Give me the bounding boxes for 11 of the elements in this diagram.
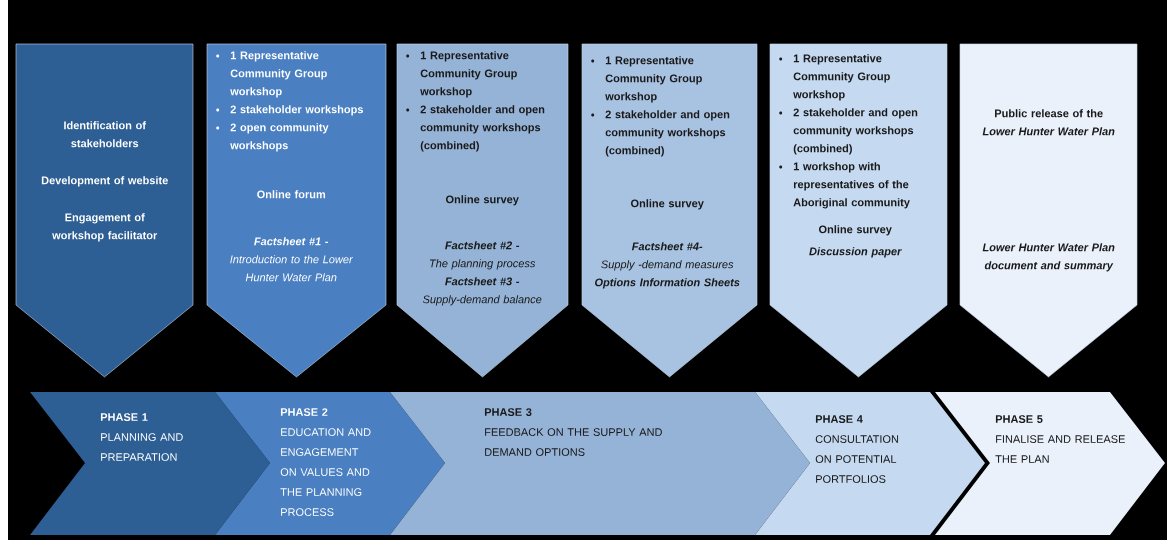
activity-box: 1 Representative Community Group workshop 2 stakeholder and open community workshops (combined) 1 workshop with representatives of the Aboriginal community Online survey Discussion paper — [769, 43, 948, 378]
activity-box: 1 Representative Community Group workshop 2 stakeholder and open community workshops (combined) Online survey Factsheet #4- Supply -demand measures Options Information Sheets — [581, 43, 758, 378]
activity-box: Public release of the Lower Hunter Water Plan Lower Hunter Water Plan document and summary — [959, 43, 1138, 378]
phase-banner: PHASE 2 EDUCATION AND ENGAGEMENT ON VALUES AND THE PLANNING PROCESS — [215, 392, 445, 535]
phase-banner: PHASE 4 CONSULTATION ON POTENTIAL PORTFOLIOS — [755, 392, 985, 535]
activity-box: 1 Representative Community Group workshop 2 stakeholder workshops 2 open community workshops Online forum Factsheet #1 - Introduction to the Lower Hunter Water Plan — [206, 43, 387, 378]
phase-banner: PHASE 1 PLANNING AND PREPARATION — [30, 392, 270, 535]
activity-box: Identification of stakeholders Development of website Engagement of workshop facilitator — [15, 43, 194, 378]
activity-box: 1 Representative Community Group workshop 2 stakeholder and open community workshops (combined) Online survey Factsheet #2 - The planning process Factsheet #3 - Supply-demand balance — [396, 43, 569, 378]
phase-banner: PHASE 3 FEEDBACK ON THE SUPPLY AND DEMAND OPTIONS — [390, 392, 810, 535]
phase-banner: PHASE 5 FINALISE AND RELEASE THE PLAN — [935, 392, 1165, 535]
